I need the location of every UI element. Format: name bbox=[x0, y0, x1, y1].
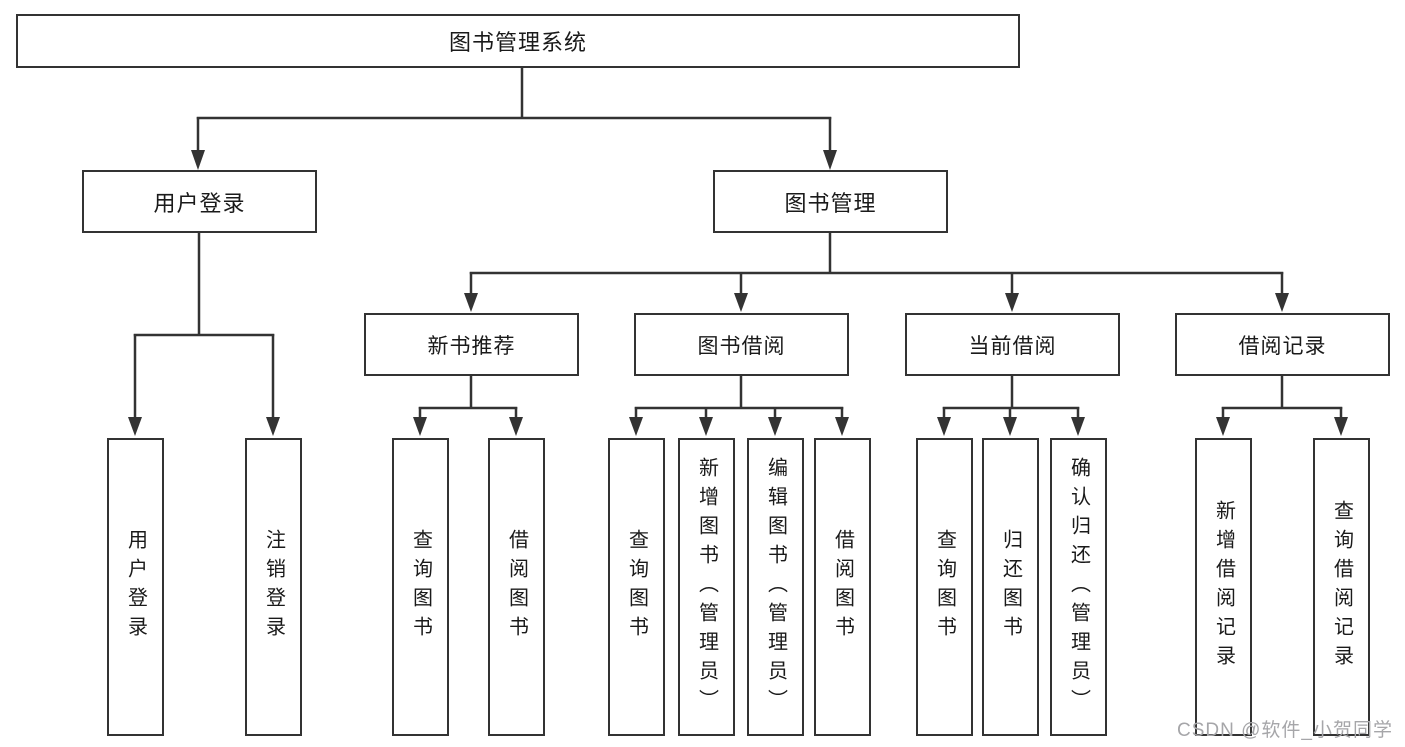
leaf-user-login-label: 用户登录 bbox=[124, 529, 147, 645]
node-current-borrow: 当前借阅 bbox=[905, 313, 1120, 376]
leaf-query-borrow-record-label: 查询借阅记录 bbox=[1330, 500, 1353, 674]
leaf-borrow-books-recommend-label: 借阅图书 bbox=[505, 529, 528, 645]
leaf-edit-books-admin-label: 编辑图书（管理员） bbox=[764, 456, 787, 718]
leaf-confirm-return-admin-label: 确认归还（管理员） bbox=[1067, 456, 1090, 718]
connector-current-borrow-to-leaves bbox=[937, 376, 1085, 436]
node-new-book-recommend: 新书推荐 bbox=[364, 313, 579, 376]
node-borrow-records: 借阅记录 bbox=[1175, 313, 1390, 376]
connector-new-book-recommend-to-leaves bbox=[413, 376, 523, 436]
leaf-return-books-label: 归还图书 bbox=[999, 529, 1022, 645]
leaf-borrow-books-recommend: 借阅图书 bbox=[488, 438, 545, 736]
leaf-return-books: 归还图书 bbox=[982, 438, 1039, 736]
node-user-login: 用户登录 bbox=[82, 170, 317, 233]
leaf-borrow-books: 借阅图书 bbox=[814, 438, 871, 736]
leaf-query-books-current-label: 查询图书 bbox=[933, 529, 956, 645]
leaf-query-books-recommend: 查询图书 bbox=[392, 438, 449, 736]
leaf-query-books-recommend-label: 查询图书 bbox=[409, 529, 432, 645]
node-book-borrow: 图书借阅 bbox=[634, 313, 849, 376]
connector-root-to-level2 bbox=[191, 68, 837, 170]
node-book-management: 图书管理 bbox=[713, 170, 948, 233]
leaf-add-borrow-record-label: 新增借阅记录 bbox=[1212, 500, 1235, 674]
node-root-library-system: 图书管理系统 bbox=[16, 14, 1020, 68]
connector-book-borrow-to-leaves bbox=[629, 376, 849, 436]
leaf-confirm-return-admin: 确认归还（管理员） bbox=[1050, 438, 1107, 736]
leaf-query-borrow-record: 查询借阅记录 bbox=[1313, 438, 1370, 736]
connector-user-login-to-leaves bbox=[128, 233, 280, 436]
leaf-logout-label: 注销登录 bbox=[262, 529, 285, 645]
connector-book-management-to-level3 bbox=[464, 233, 1289, 312]
leaf-add-books-admin: 新增图书（管理员） bbox=[678, 438, 735, 736]
leaf-edit-books-admin: 编辑图书（管理员） bbox=[747, 438, 804, 736]
leaf-query-books-borrow-label: 查询图书 bbox=[625, 529, 648, 645]
leaf-query-books-borrow: 查询图书 bbox=[608, 438, 665, 736]
leaf-query-books-current: 查询图书 bbox=[916, 438, 973, 736]
leaf-user-login: 用户登录 bbox=[107, 438, 164, 736]
csdn-watermark: CSDN @软件_小贺同学 bbox=[1177, 720, 1393, 741]
connector-borrow-records-to-leaves bbox=[1216, 376, 1348, 436]
leaf-borrow-books-label: 借阅图书 bbox=[831, 529, 854, 645]
leaf-add-borrow-record: 新增借阅记录 bbox=[1195, 438, 1252, 736]
leaf-add-books-admin-label: 新增图书（管理员） bbox=[695, 456, 718, 718]
leaf-logout: 注销登录 bbox=[245, 438, 302, 736]
